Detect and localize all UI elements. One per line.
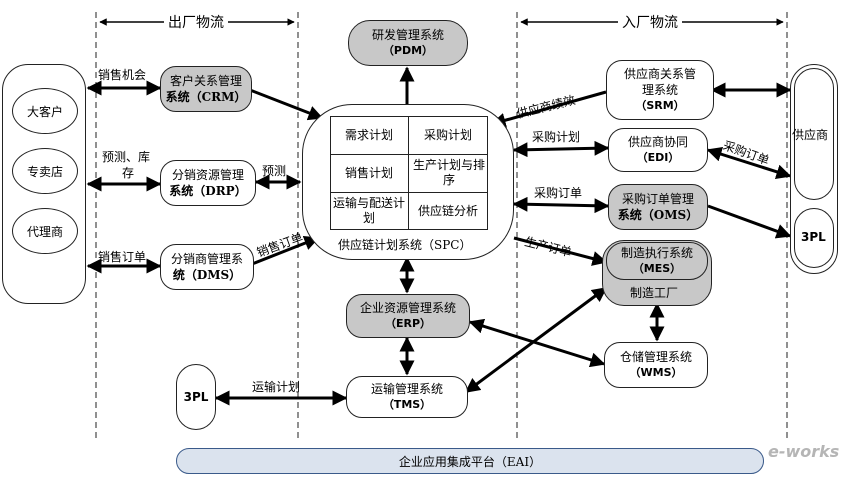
label-forecast-inventory-2: 存: [122, 166, 135, 180]
tms-label: 运输管理系统: [370, 382, 443, 396]
mes-system[interactable]: 制造执行系统 （MES）: [606, 242, 708, 280]
label-sales-opportunity: 销售机会: [98, 68, 147, 82]
oms-system[interactable]: 采购订单管理 系统（OMS）: [608, 184, 708, 230]
label-forecast: 预测: [262, 164, 287, 178]
arrow-srm-spc: [490, 90, 607, 128]
edi-system[interactable]: 供应商协同 （EDI）: [608, 128, 708, 172]
erp-system[interactable]: 企业资源管理系统 （ERP）: [346, 294, 470, 338]
spc-grid-hline: [330, 154, 488, 155]
drp-system[interactable]: 分销资源管理 系统（DRP）: [160, 160, 256, 206]
arrow-dms-spc: [251, 235, 320, 266]
spc-grid: [330, 116, 488, 230]
pdm-label: 研发管理系统: [371, 28, 444, 42]
arrow-spc-factory: [513, 236, 608, 266]
supplier-label: 供应商: [792, 128, 829, 142]
srm-system[interactable]: 供应商关系管 理系统 （SRM）: [606, 60, 714, 120]
edi-abbrev: （EDI）: [636, 151, 680, 164]
header-outbound: 出厂物流: [164, 12, 228, 32]
arrow-tms-factory: [464, 286, 608, 394]
srm-abbrev: （SRM）: [635, 99, 685, 112]
customer-franchise-store[interactable]: 专卖店: [12, 148, 78, 194]
crm-abbrev: 系统（CRM）: [165, 90, 247, 104]
arrow-oms-3pl: [707, 204, 792, 239]
crm-system[interactable]: 客户关系管理 系统（CRM）: [160, 66, 252, 112]
customer-key-account[interactable]: 大客户: [12, 88, 78, 134]
arrow-edi-spc: [512, 140, 610, 158]
drp-label: 分销资源管理: [171, 168, 244, 182]
srm-label-2: 理系统: [641, 83, 678, 97]
3pl-left[interactable]: 3PL: [176, 364, 216, 430]
erp-abbrev: （ERP）: [384, 317, 432, 330]
spc-title: 供应链计划系统（SPC）: [338, 238, 472, 252]
tms-abbrev: （TMS）: [382, 398, 432, 411]
wms-label: 仓储管理系统: [619, 350, 692, 364]
3pl-left-label: 3PL: [183, 390, 209, 404]
arrow-crm-spc: [249, 88, 324, 121]
label-transport-plan: 运输计划: [252, 380, 301, 394]
logo-text: e-works: [768, 442, 840, 461]
spc-cell-production-plan[interactable]: 生产计划与排序: [412, 158, 485, 187]
factory-label: 制造工厂: [630, 286, 679, 300]
label-purchase-order-oms: 采购订单: [534, 186, 583, 200]
edi-label: 供应商协同: [627, 135, 688, 149]
label-forecast-inventory: 预测、库: [102, 150, 151, 164]
wms-system[interactable]: 仓储管理系统 （WMS）: [604, 342, 708, 388]
3pl-right-label: 3PL: [801, 230, 826, 244]
3pl-right[interactable]: [794, 208, 834, 268]
srm-label: 供应商关系管: [623, 67, 696, 81]
arrow-edi-supplier: [706, 146, 792, 180]
spc-grid-hline: [330, 192, 488, 193]
pdm-abbrev: （PDM）: [382, 44, 434, 57]
eai-label: 企业应用集成平台（EAI）: [398, 454, 542, 469]
mes-label: 制造执行系统: [620, 246, 693, 260]
tms-system[interactable]: 运输管理系统 （TMS）: [346, 376, 468, 418]
customer-agent[interactable]: 代理商: [12, 208, 78, 254]
spc-cell-transport-plan[interactable]: 运输与配送计划: [332, 196, 405, 225]
spc-cell-analysis[interactable]: 供应链分析: [417, 203, 478, 218]
dms-label: 分销商管理系: [170, 252, 243, 266]
mes-abbrev: （MES）: [632, 262, 682, 275]
crm-label: 客户关系管理: [169, 74, 242, 88]
spc-cell-purchase-plan[interactable]: 采购计划: [423, 127, 472, 142]
pdm-system[interactable]: 研发管理系统 （PDM）: [348, 20, 468, 66]
dms-system[interactable]: 分销商管理系 统（DMS）: [160, 244, 254, 290]
arrow-erp-wms: [468, 318, 606, 368]
erp-label: 企业资源管理系统: [359, 301, 456, 315]
oms-label: 采购订单管理: [621, 192, 694, 206]
spc-cell-demand-plan[interactable]: 需求计划: [344, 127, 393, 142]
spc-cell-sales-plan[interactable]: 销售计划: [344, 165, 393, 180]
header-inbound: 入厂物流: [618, 12, 682, 32]
dms-abbrev: 统（DMS）: [172, 268, 242, 282]
label-sales-order-left: 销售订单: [98, 250, 147, 264]
arrow-oms-spc: [512, 196, 610, 214]
eworks-logo: e-works: [768, 442, 839, 461]
wms-abbrev: （WMS）: [629, 366, 683, 379]
oms-abbrev: 系统（OMS）: [617, 208, 699, 222]
supplier-node[interactable]: [794, 68, 834, 200]
label-purchase-plan: 采购计划: [532, 130, 581, 144]
spc-grid-vline: [408, 116, 409, 230]
drp-abbrev: 系统（DRP）: [169, 184, 247, 198]
eai-platform[interactable]: 企业应用集成平台（EAI）: [176, 448, 764, 474]
